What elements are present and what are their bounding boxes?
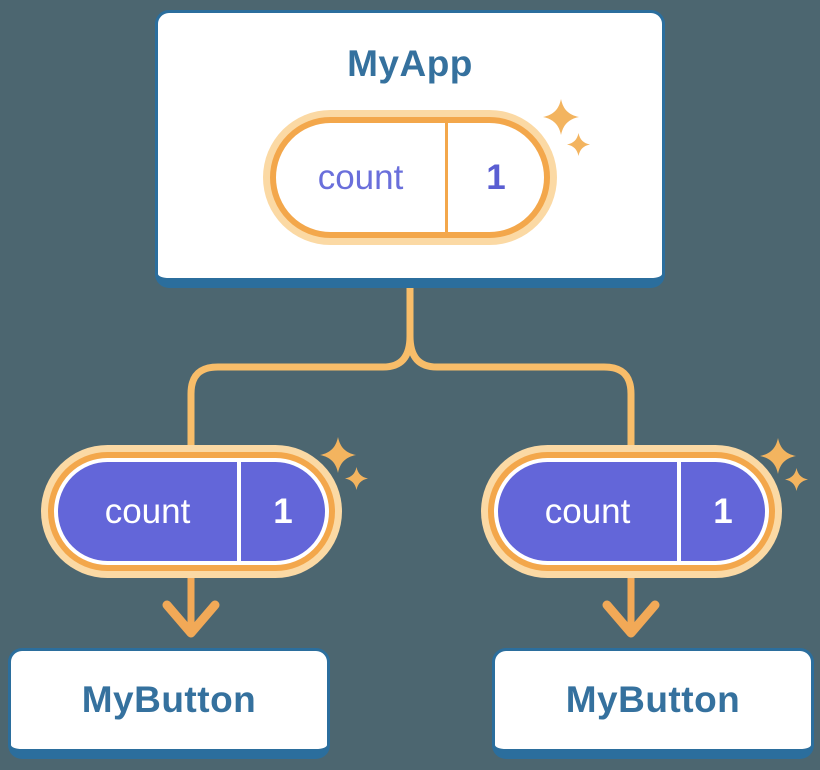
arrow-down-icon-right xyxy=(602,600,660,638)
component-card-right-child: MyButton xyxy=(492,648,814,759)
state-name: count xyxy=(317,157,404,197)
state-pill-root: count 1 xyxy=(270,117,550,238)
state-value: 1 xyxy=(445,123,544,232)
component-card-left-child: MyButton xyxy=(8,648,330,759)
sparkle-icon xyxy=(785,468,808,491)
sparkle-icon xyxy=(567,133,590,156)
sparkle-icon xyxy=(345,467,368,490)
connector-root-to-right-child xyxy=(406,284,635,464)
component-label-root: MyApp xyxy=(347,43,473,84)
connector-root-to-left-child xyxy=(187,284,414,464)
state-pill-right-child: count 1 xyxy=(494,458,769,565)
sparkle-icon xyxy=(543,99,579,135)
sparkle-icon xyxy=(320,437,356,473)
state-value: 1 xyxy=(237,462,325,561)
state-name: count xyxy=(104,491,191,531)
component-label-right-child: MyButton xyxy=(565,679,741,720)
state-value: 1 xyxy=(677,462,765,561)
state-pill-left-child: count 1 xyxy=(54,458,329,565)
component-label-left-child: MyButton xyxy=(81,679,257,720)
sparkle-icon xyxy=(760,438,796,474)
state-name: count xyxy=(544,491,631,531)
arrow-down-icon-left xyxy=(162,600,220,638)
